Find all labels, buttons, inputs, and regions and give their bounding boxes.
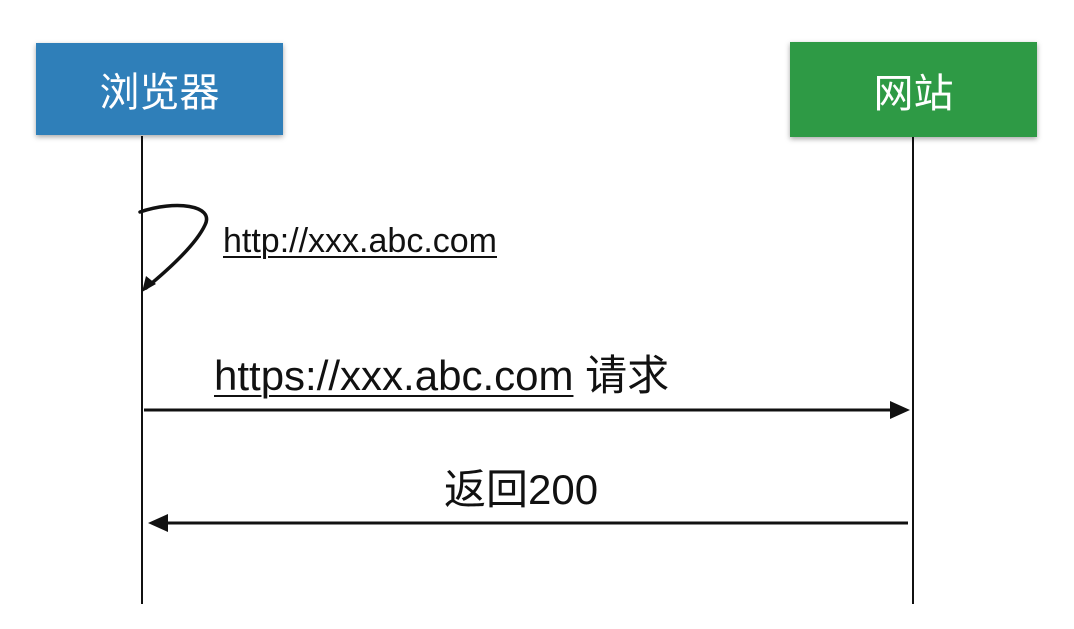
request-arrowhead: [890, 401, 910, 419]
actor-browser: 浏览器: [36, 43, 283, 135]
request-suffix: 请求: [573, 352, 670, 399]
actor-site: 网站: [790, 42, 1037, 137]
self-redirect-arrow: [138, 203, 209, 290]
request-label: https://xxx.abc.com 请求: [214, 342, 669, 403]
response-arrowhead: [148, 514, 168, 532]
actor-browser-label: 浏览器: [99, 70, 220, 116]
browser-lifeline: [141, 136, 143, 604]
response-label: 返回200: [444, 466, 599, 513]
self-redirect-label: http://xxx.abc.com: [223, 222, 497, 260]
site-lifeline: [912, 137, 914, 604]
self-redirect-arrowhead: [142, 276, 156, 292]
actor-site-label: 网站: [873, 70, 954, 117]
request-url: https://xxx.abc.com: [214, 352, 574, 399]
